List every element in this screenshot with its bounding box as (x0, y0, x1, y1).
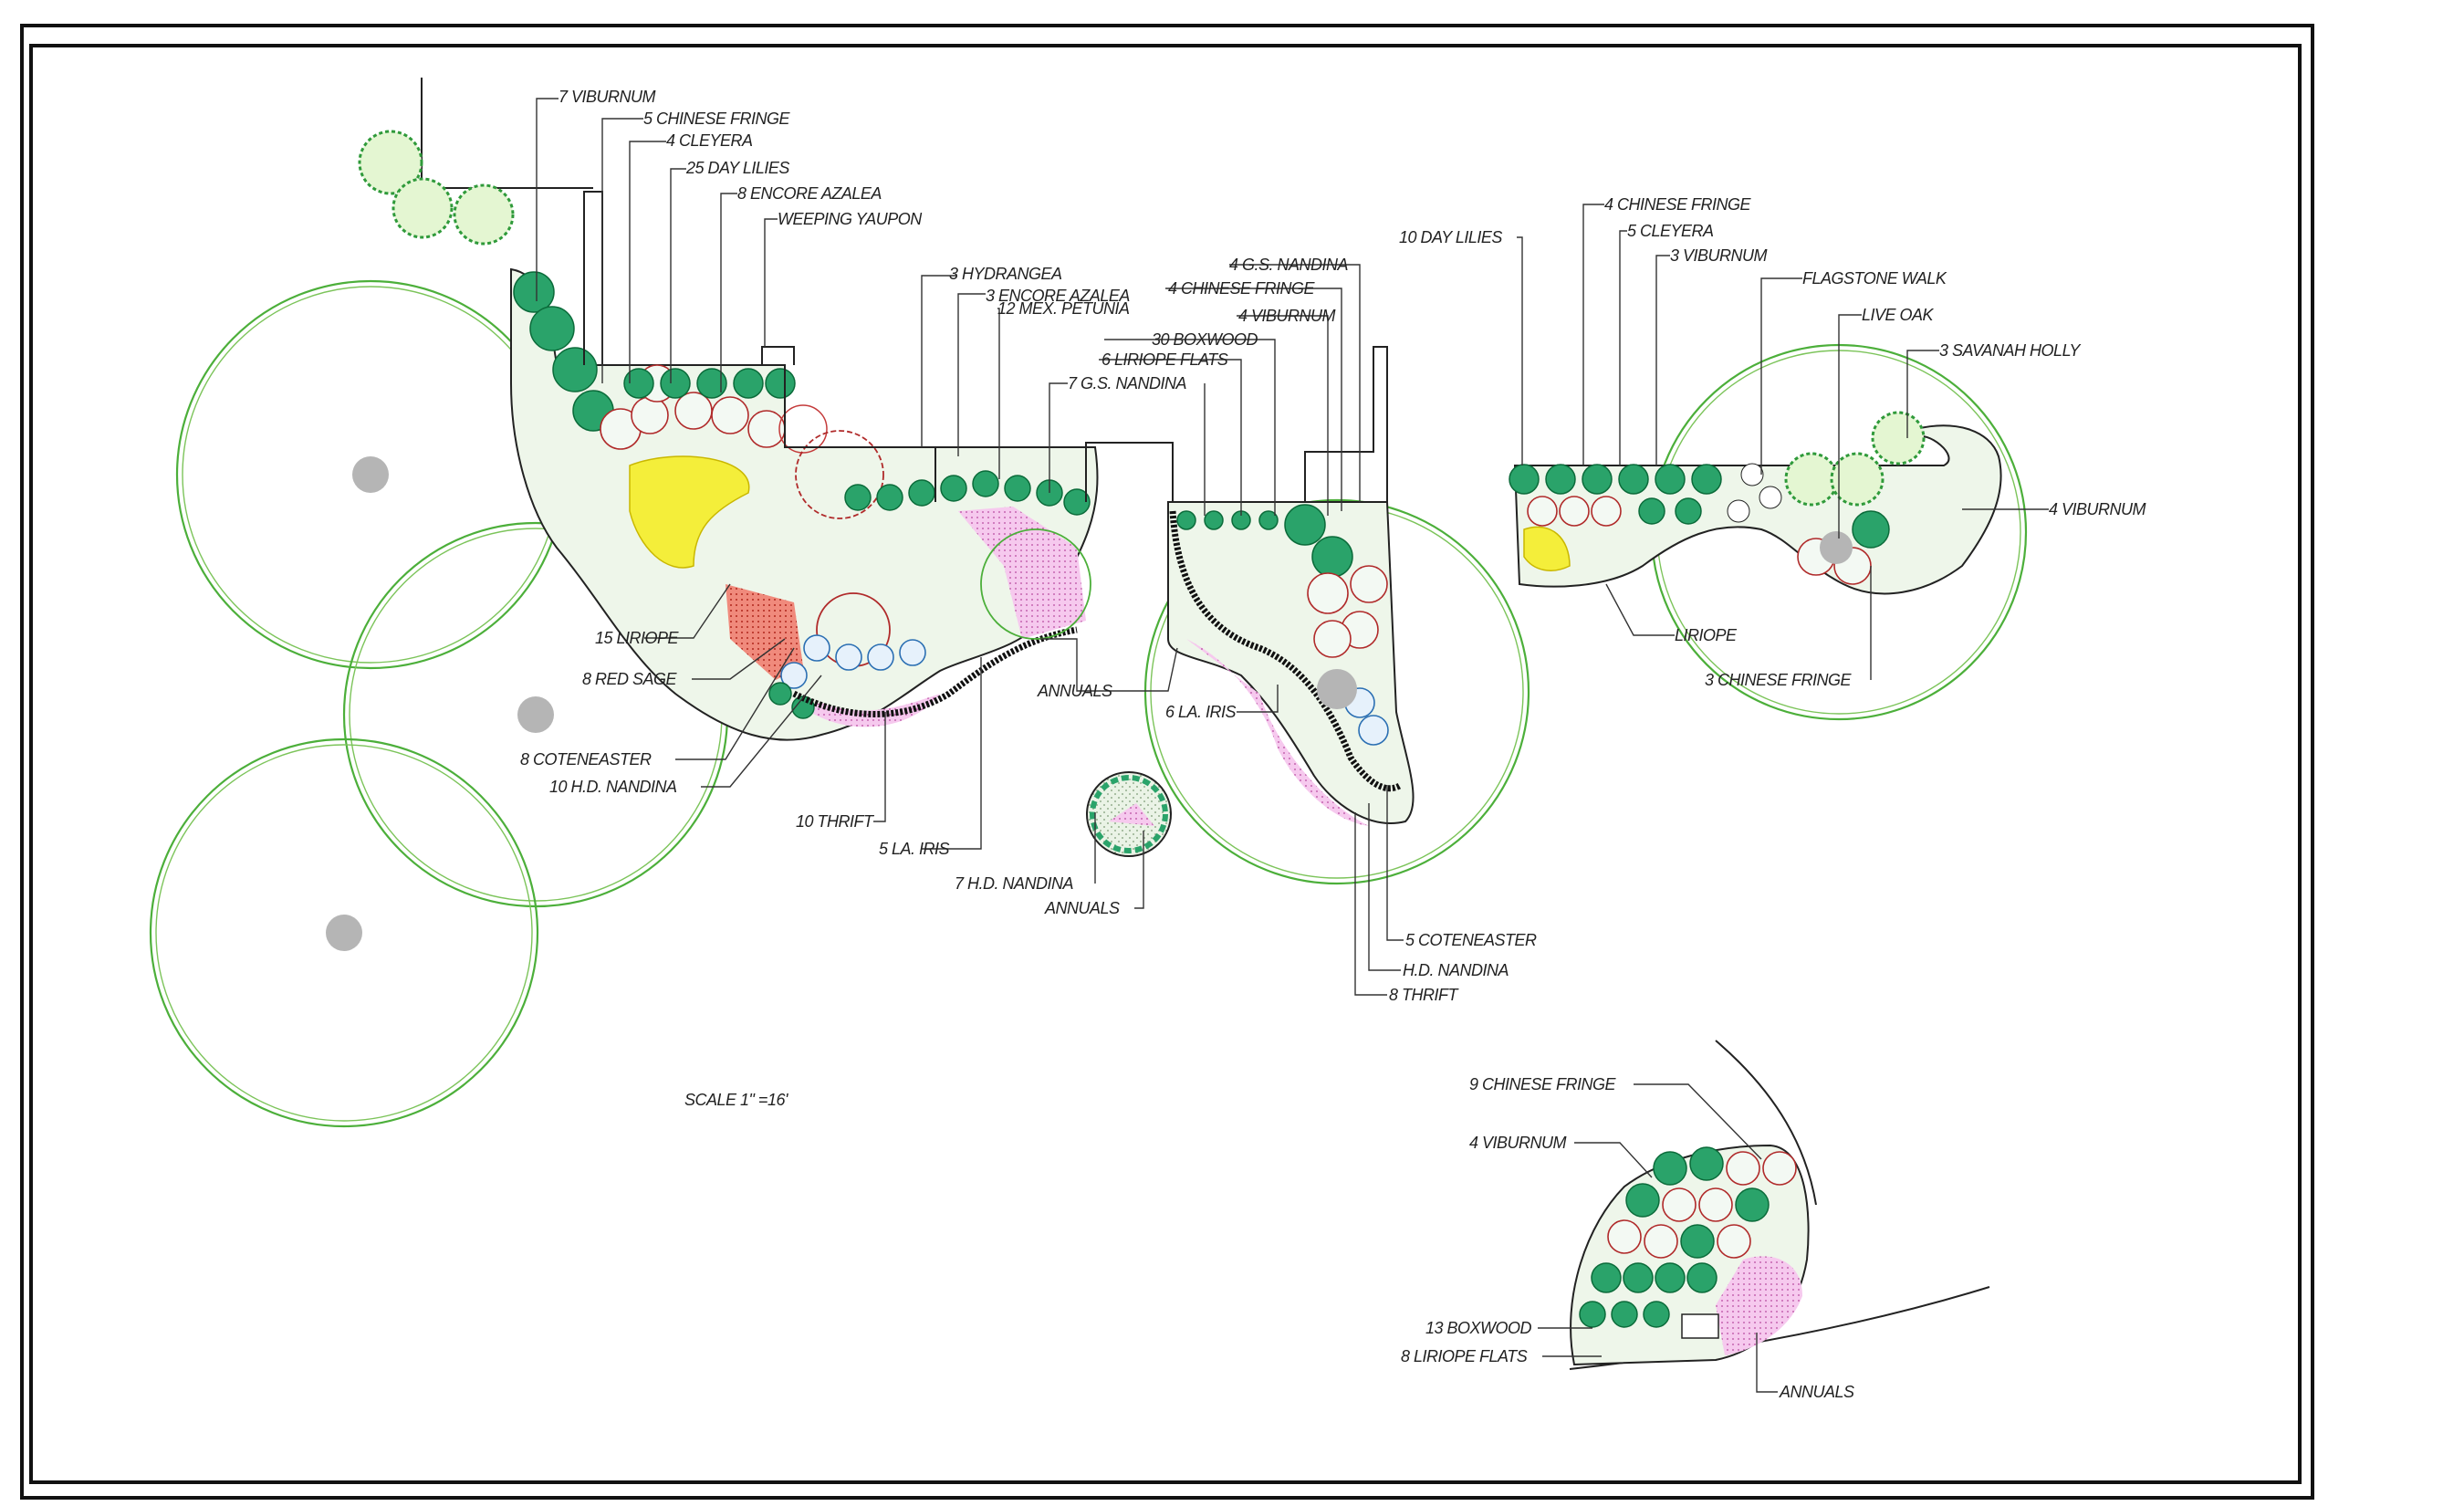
bottom-right-planting-bed (1569, 1040, 1990, 1370)
label-annuals-pot: ANNUALS (1044, 899, 1120, 917)
label-chinese-fringe-3: 3 CHINESE FRINGE (1705, 671, 1853, 689)
sheet-border-outer (20, 24, 2314, 1500)
label-thrift-10: 10 THRIFT (796, 812, 875, 831)
label-red-sage-8: 8 RED SAGE (582, 670, 678, 688)
small-tree-bed (980, 528, 1091, 640)
label-thrift-8: 8 THRIFT (1389, 986, 1460, 1004)
label-day-lilies-25: 25 DAY LILIES (685, 159, 789, 177)
label-weeping-yaupon: WEEPING YAUPON (778, 210, 923, 228)
label-viburnum-7: 7 VIBURNUM (559, 88, 656, 106)
label-mex-petunia-12: 12 MEX. PETUNIA (997, 299, 1130, 318)
label-boxwood-13: 13 BOXWOOD (1425, 1319, 1532, 1337)
label-hydrangea-3: 3 HYDRANGEA (949, 265, 1062, 283)
label-viburnum-4-bottom: 4 VIBURNUM (1469, 1134, 1567, 1152)
label-live-oak: LIVE OAK (1862, 306, 1935, 324)
label-gs-nandina-4: 4 G.S. NANDINA (1229, 256, 1349, 274)
label-liriope-flats-6: 6 LIRIOPE FLATS (1101, 350, 1228, 369)
tree-canopies-left (149, 279, 729, 1128)
middle-planting-bed (1143, 498, 1530, 885)
label-boxwood-30: 30 BOXWOOD (1152, 330, 1258, 349)
label-day-lilies-10: 10 DAY LILIES (1399, 228, 1502, 246)
label-hd-nandina-7: 7 H.D. NANDINA (955, 874, 1074, 893)
label-coteneaster-8: 8 COTENEASTER (520, 750, 652, 769)
label-savanah-holly-3: 3 SAVANAH HOLLY (1939, 341, 2082, 360)
scale-note: SCALE 1" =16' (684, 1091, 788, 1109)
bottom-bed-shrubs (1579, 1146, 1797, 1328)
label-encore-azalea-3: 3 ENCORE AZALEA (986, 287, 1130, 305)
label-annuals-mid: ANNUALS (1037, 682, 1112, 700)
left-bed-shrubs (513, 271, 1091, 719)
label-hd-nandina: H.D. NANDINA (1403, 961, 1509, 979)
label-gs-nandina-7: 7 G.S. NANDINA (1068, 374, 1187, 392)
sheet-border-inner (29, 44, 2302, 1484)
label-chinese-fringe-5: 5 CHINESE FRINGE (643, 110, 791, 128)
label-chinese-fringe-9: 9 CHINESE FRINGE (1469, 1075, 1617, 1093)
label-encore-azalea-8: 8 ENCORE AZALEA (737, 184, 882, 203)
label-viburnum-3: 3 VIBURNUM (1670, 246, 1768, 265)
label-la-iris-6: 6 LA. IRIS (1165, 703, 1237, 721)
weeping-yaupon-group (358, 78, 593, 246)
label-hd-nandina-10: 10 H.D. NANDINA (549, 778, 677, 796)
label-liriope: LIRIOPE (1675, 626, 1738, 644)
label-chinese-fringe-4-right: 4 CHINESE FRINGE (1604, 195, 1752, 214)
label-flagstone-walk: FLAGSTONE WALK (1802, 269, 1947, 288)
label-cleyera-5: 5 CLEYERA (1627, 222, 1714, 240)
label-coteneaster-5: 5 COTENEASTER (1405, 931, 1537, 949)
left-planting-bed (510, 267, 1099, 741)
leader-lines (536, 98, 2049, 1393)
plant-labels: 7 VIBURNUM 5 CHINESE FRINGE 4 CLEYERA 25… (520, 88, 2146, 1401)
label-annuals-bottom: ANNUALS (1779, 1383, 1854, 1401)
annuals-pot (1086, 771, 1172, 857)
label-liriope-15: 15 LIRIOPE (595, 629, 680, 647)
label-viburnum-4-right: 4 VIBURNUM (2049, 500, 2146, 518)
label-cleyera-4: 4 CLEYERA (666, 131, 753, 150)
label-liriope-flats-8: 8 LIRIOPE FLATS (1401, 1347, 1528, 1365)
right-planting-bed (1509, 343, 2028, 721)
label-viburnum-4-mid: 4 VIBURNUM (1238, 307, 1336, 325)
label-la-iris-5: 5 LA. IRIS (879, 840, 950, 858)
label-chinese-fringe-4-mid: 4 CHINESE FRINGE (1168, 279, 1316, 298)
